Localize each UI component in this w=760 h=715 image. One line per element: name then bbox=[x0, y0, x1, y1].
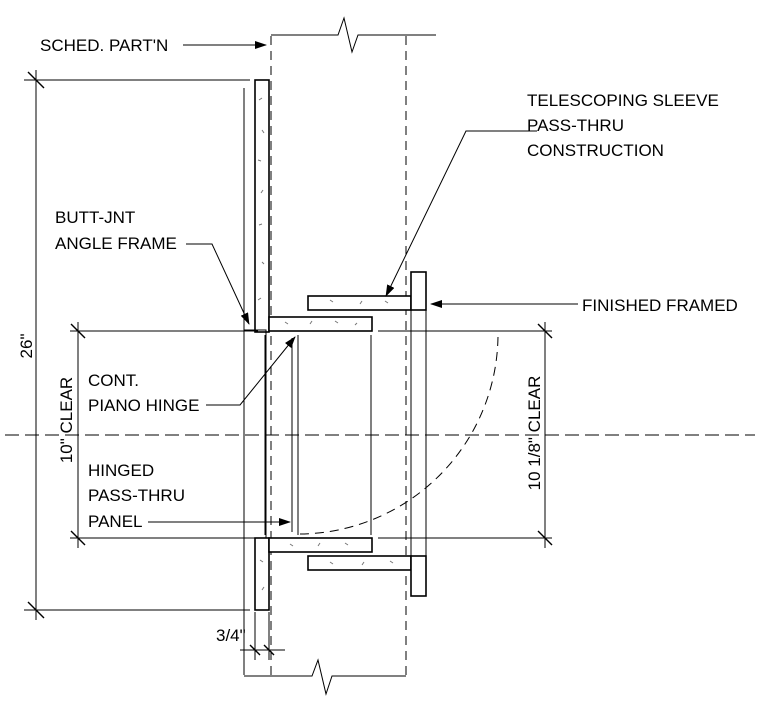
leaders bbox=[148, 41, 578, 526]
label-butt-joint: BUTT-JNT ANGLE FRAME bbox=[55, 208, 177, 253]
label-telescoping-line3: CONSTRUCTION bbox=[527, 141, 664, 160]
dim-overall bbox=[24, 70, 250, 620]
material-hatch bbox=[257, 97, 394, 591]
label-panel-line3: PANEL bbox=[88, 512, 143, 531]
label-butt-line2: ANGLE FRAME bbox=[55, 234, 177, 253]
label-panel-line2: PASS-THRU bbox=[88, 486, 185, 505]
label-telescoping-line2: PASS-THRU bbox=[527, 116, 624, 135]
dim-clear-left bbox=[70, 322, 258, 548]
label-telescoping-sleeve: TELESCOPING SLEEVE PASS-THRU CONSTRUCTIO… bbox=[527, 91, 719, 160]
dim-thickness bbox=[240, 612, 285, 660]
angle-frame bbox=[243, 79, 373, 611]
dim-overall-text: 26" bbox=[17, 334, 36, 359]
dim-thickness-text: 3/4" bbox=[216, 626, 246, 645]
label-sched-partition: SCHED. PART'N bbox=[40, 36, 168, 55]
dim-clear-left-text: 10" CLEAR bbox=[57, 377, 76, 463]
label-butt-line1: BUTT-JNT bbox=[55, 208, 135, 227]
label-piano-line1: CONT. bbox=[88, 371, 139, 390]
panel-swing-arc bbox=[299, 335, 499, 535]
label-piano-line2: PIANO HINGE bbox=[88, 396, 199, 415]
label-panel-line1: HINGED bbox=[88, 461, 154, 480]
dim-clear-right bbox=[378, 322, 553, 548]
dim-clear-right-text: 10 1/8" CLEAR bbox=[525, 376, 544, 491]
telescoping-sleeve bbox=[307, 271, 427, 597]
label-piano-hinge: CONT. PIANO HINGE bbox=[88, 371, 199, 415]
partition-wall bbox=[244, 16, 436, 696]
label-telescoping-line1: TELESCOPING SLEEVE bbox=[527, 91, 719, 110]
label-finished-framed: FINISHED FRAMED bbox=[582, 296, 738, 315]
label-hinged-panel: HINGED PASS-THRU PANEL bbox=[88, 461, 185, 531]
